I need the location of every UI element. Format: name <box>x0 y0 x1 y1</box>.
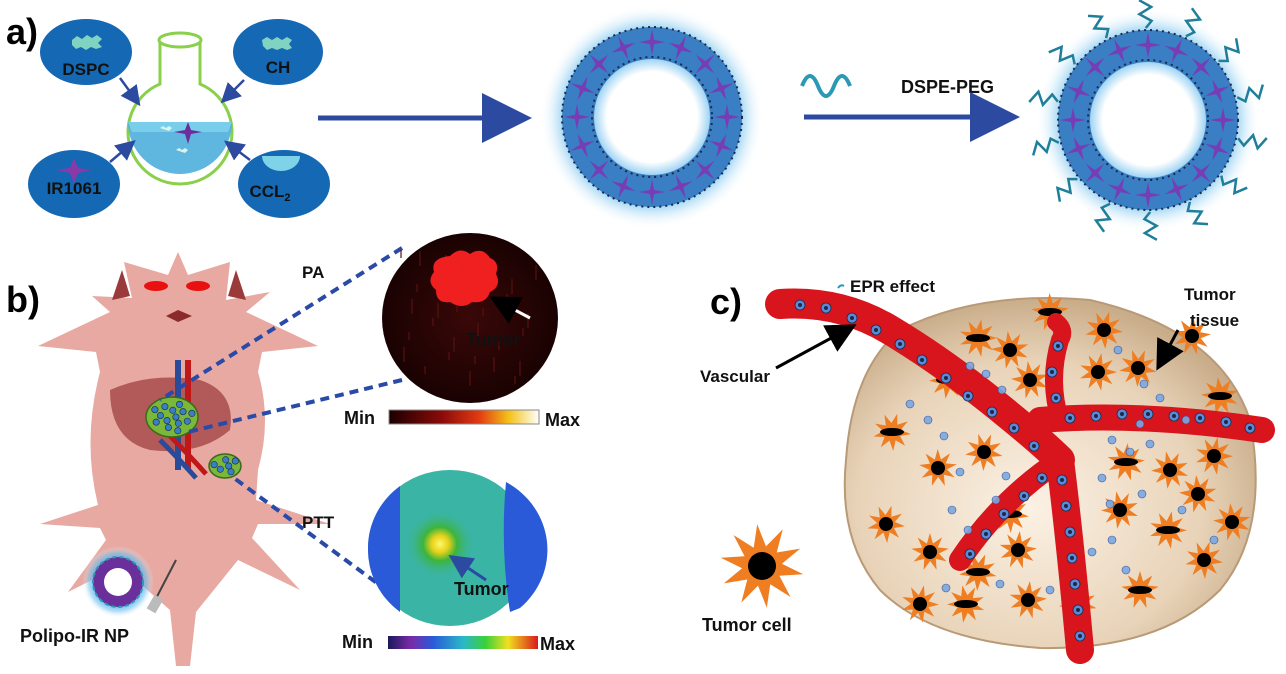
vessel-nanoparticles <box>794 299 1256 642</box>
ptt-tumor-arrow <box>448 555 487 582</box>
epr-label: EPR effect <box>850 277 935 296</box>
pa-tumor-arrow <box>489 296 531 324</box>
ptt-color-scale <box>388 636 538 649</box>
ingredient-ccl2: CCL2 <box>238 150 330 218</box>
arrow-ch-to-flask <box>220 79 245 104</box>
tumor-cluster-small <box>208 453 242 479</box>
ptt-image: Tumor <box>367 470 548 626</box>
arrow-ccl2-to-flask <box>224 140 251 161</box>
ingredient-dspc: DSPC <box>40 19 132 85</box>
dye-in-flask-icon <box>174 122 202 144</box>
arrow-ir1061-to-flask <box>109 140 136 163</box>
ir1061-label: IR1061 <box>47 179 102 198</box>
dye-star-icon <box>56 158 92 183</box>
pegylated-liposome <box>1028 0 1268 241</box>
np-label: Polipo-IR NP <box>20 626 129 646</box>
pa-scale-max: Max <box>545 410 580 430</box>
tumor-tissue-label-2: tissue <box>1190 311 1239 330</box>
round-bottom-flask <box>126 31 234 186</box>
pa-zoom-line-1 <box>158 246 404 402</box>
ptt-scale-max: Max <box>540 634 575 654</box>
ptt-tumor-label: Tumor <box>454 579 509 599</box>
pa-scale-min: Min <box>344 408 375 428</box>
pa-label: PA <box>302 263 324 282</box>
cholesterol-icon <box>262 37 292 50</box>
ingredient-ir1061: IR1061 <box>28 150 120 218</box>
vascular-arrow <box>775 324 857 370</box>
ptt-label: PTT <box>302 513 335 532</box>
dspe-peg-label: DSPE-PEG <box>901 77 994 97</box>
vascular-label: Vascular <box>700 367 770 386</box>
mouse-illustration <box>38 252 330 666</box>
tissue-nanoparticles <box>905 345 1219 595</box>
ch-label: CH <box>266 58 291 77</box>
panel-label-a: a) <box>6 11 38 52</box>
arrow-dspc-to-flask <box>118 77 141 107</box>
tumor-cell-legend-icon <box>720 524 804 608</box>
ptt-scale-min: Min <box>342 632 373 652</box>
peg-chain-icon <box>800 74 852 98</box>
panel-label-b: b) <box>6 279 40 320</box>
tumor-tissue-label-1: Tumor <box>1184 285 1236 304</box>
liposome <box>540 5 764 229</box>
ptt-zoom-line <box>232 476 402 602</box>
tumor-cluster-large <box>145 396 199 438</box>
tumor-tissue-arrow <box>1156 329 1184 371</box>
mouse-eye-left <box>144 281 168 291</box>
pa-image: Tumor <box>382 233 558 403</box>
polipo-ir-nanoparticle <box>82 546 154 618</box>
solvent-drop-icon <box>262 156 300 171</box>
pa-tumor-spot <box>430 250 498 306</box>
pa-color-scale <box>388 409 540 425</box>
ingredient-ch: CH <box>233 19 323 85</box>
tumor-cell-label: Tumor cell <box>702 615 792 635</box>
ccl-label: CCL2 <box>249 182 290 204</box>
lipid-icon <box>72 35 102 50</box>
syringe-icon <box>146 559 177 614</box>
epr-wave-icon <box>837 284 845 289</box>
dspc-label: DSPC <box>62 60 109 79</box>
pa-tumor-label: Tumor <box>466 330 521 350</box>
mouse-eye-right <box>186 281 210 291</box>
pa-zoom-line-2 <box>187 378 403 434</box>
panel-label-c: c) <box>710 281 742 322</box>
